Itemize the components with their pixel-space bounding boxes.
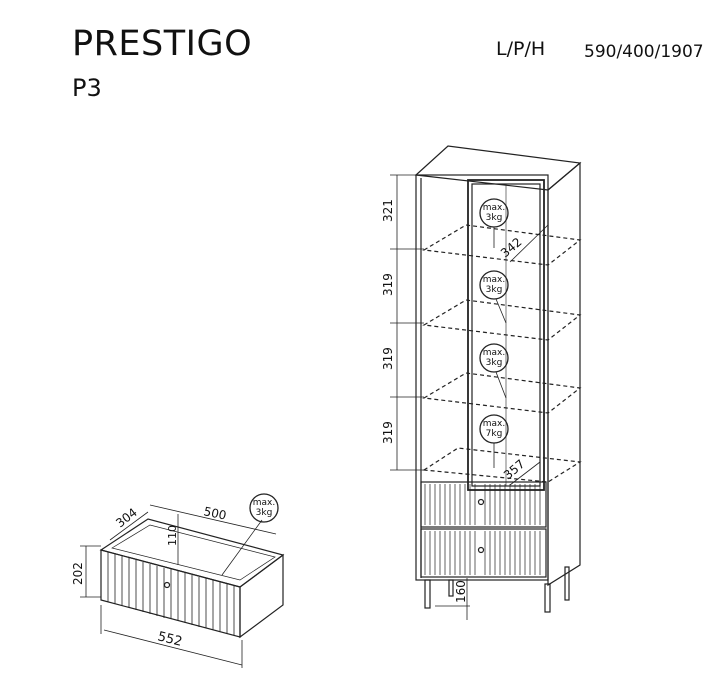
svg-text:3kg: 3kg	[256, 508, 273, 518]
height-dimension	[390, 174, 424, 471]
leg-height: 160	[454, 580, 468, 603]
drawer-inner-length: 500	[202, 504, 227, 522]
svg-text:7kg: 7kg	[486, 429, 503, 439]
drawer-load-label	[249, 493, 279, 523]
height-2: 319	[381, 273, 395, 296]
drawer-fronts	[420, 481, 547, 578]
drawer-width: 552	[156, 629, 184, 650]
svg-text:3kg: 3kg	[486, 358, 503, 368]
height-3: 319	[381, 347, 395, 370]
cabinet-front	[415, 174, 549, 581]
shelf-depth-top: 342	[498, 235, 525, 260]
knob-icon	[477, 546, 485, 554]
drawer-height: 202	[71, 562, 85, 585]
drawer-drawing: 202 552 304 500 110 max. 3kg	[71, 493, 285, 668]
dimension-label: L/P/H	[496, 38, 546, 60]
shelves	[422, 224, 582, 483]
model-name: P3	[72, 74, 102, 102]
svg-text:max.: max.	[483, 203, 505, 213]
svg-text:max.: max.	[483, 275, 505, 285]
cabinet-side	[547, 161, 581, 587]
height-1: 321	[381, 199, 395, 222]
shelf-depth-bottom: 357	[501, 457, 528, 482]
svg-text:max.: max.	[483, 419, 505, 429]
knob-icon	[163, 581, 171, 589]
legs	[424, 566, 570, 613]
svg-text:3kg: 3kg	[486, 213, 503, 223]
svg-text:3kg: 3kg	[486, 285, 503, 295]
height-4: 319	[381, 421, 395, 444]
knob-icon	[477, 498, 485, 506]
svg-text:max.: max.	[253, 498, 275, 508]
dimension-value: 590/400/1907	[584, 42, 704, 62]
drawer-inner-height: 110	[166, 525, 179, 546]
glass-door	[467, 179, 545, 491]
cabinet-drawing: 321 319 319 319 342 357 160 max. 3kg max…	[381, 145, 582, 620]
brand-title: PRESTIGO	[72, 24, 253, 64]
svg-text:max.: max.	[483, 348, 505, 358]
load-labels: max. 3kg max. 3kg max. 3kg max. 7kg	[479, 198, 509, 468]
drawer-side	[239, 553, 284, 639]
